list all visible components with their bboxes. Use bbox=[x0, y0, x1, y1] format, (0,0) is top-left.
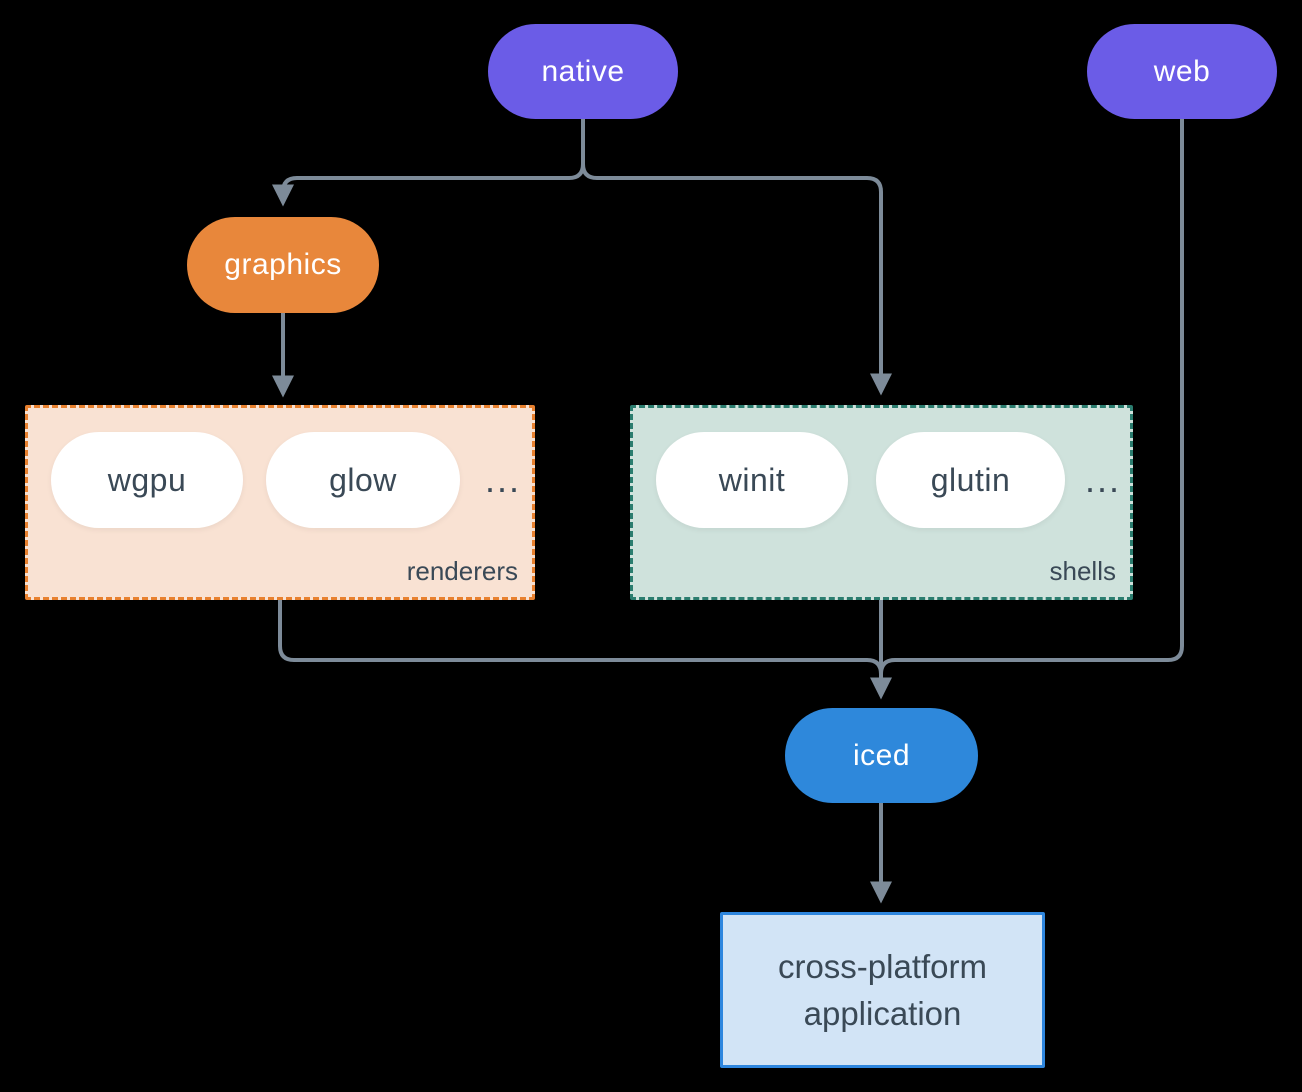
group-shells: winit glutin ... shells bbox=[630, 405, 1133, 600]
edge-renderers-iced bbox=[278, 600, 883, 675]
node-winit-label: winit bbox=[718, 461, 786, 498]
group-renderers-label: renderers bbox=[406, 556, 518, 586]
node-glow: glow bbox=[266, 432, 460, 528]
edge-native-graphics bbox=[272, 119, 585, 207]
node-graphics: graphics bbox=[187, 217, 379, 313]
node-native-label: native bbox=[541, 54, 625, 88]
node-application-label-line2: application bbox=[803, 995, 962, 1032]
node-graphics-label: graphics bbox=[224, 248, 342, 281]
node-wgpu-label: wgpu bbox=[107, 461, 187, 498]
node-application-label-line1: cross-platform bbox=[777, 948, 988, 985]
shells-ellipsis: ... bbox=[1084, 459, 1121, 500]
node-iced-label: iced bbox=[852, 738, 911, 772]
node-glow-label: glow bbox=[329, 461, 397, 498]
edge-native-shells bbox=[581, 119, 892, 396]
group-renderers: wgpu glow ... renderers bbox=[25, 405, 535, 600]
node-web-label: web bbox=[1153, 54, 1211, 88]
group-shells-label: shells bbox=[1049, 556, 1116, 586]
node-winit: winit bbox=[656, 432, 848, 528]
node-glutin: glutin bbox=[876, 432, 1065, 528]
node-web: web bbox=[1087, 24, 1277, 119]
renderers-ellipsis: ... bbox=[484, 459, 521, 500]
node-iced: iced bbox=[785, 708, 978, 803]
node-wgpu: wgpu bbox=[51, 432, 243, 528]
node-application: cross-platform application bbox=[720, 912, 1045, 1068]
node-native: native bbox=[488, 24, 678, 119]
node-glutin-label: glutin bbox=[930, 461, 1011, 498]
